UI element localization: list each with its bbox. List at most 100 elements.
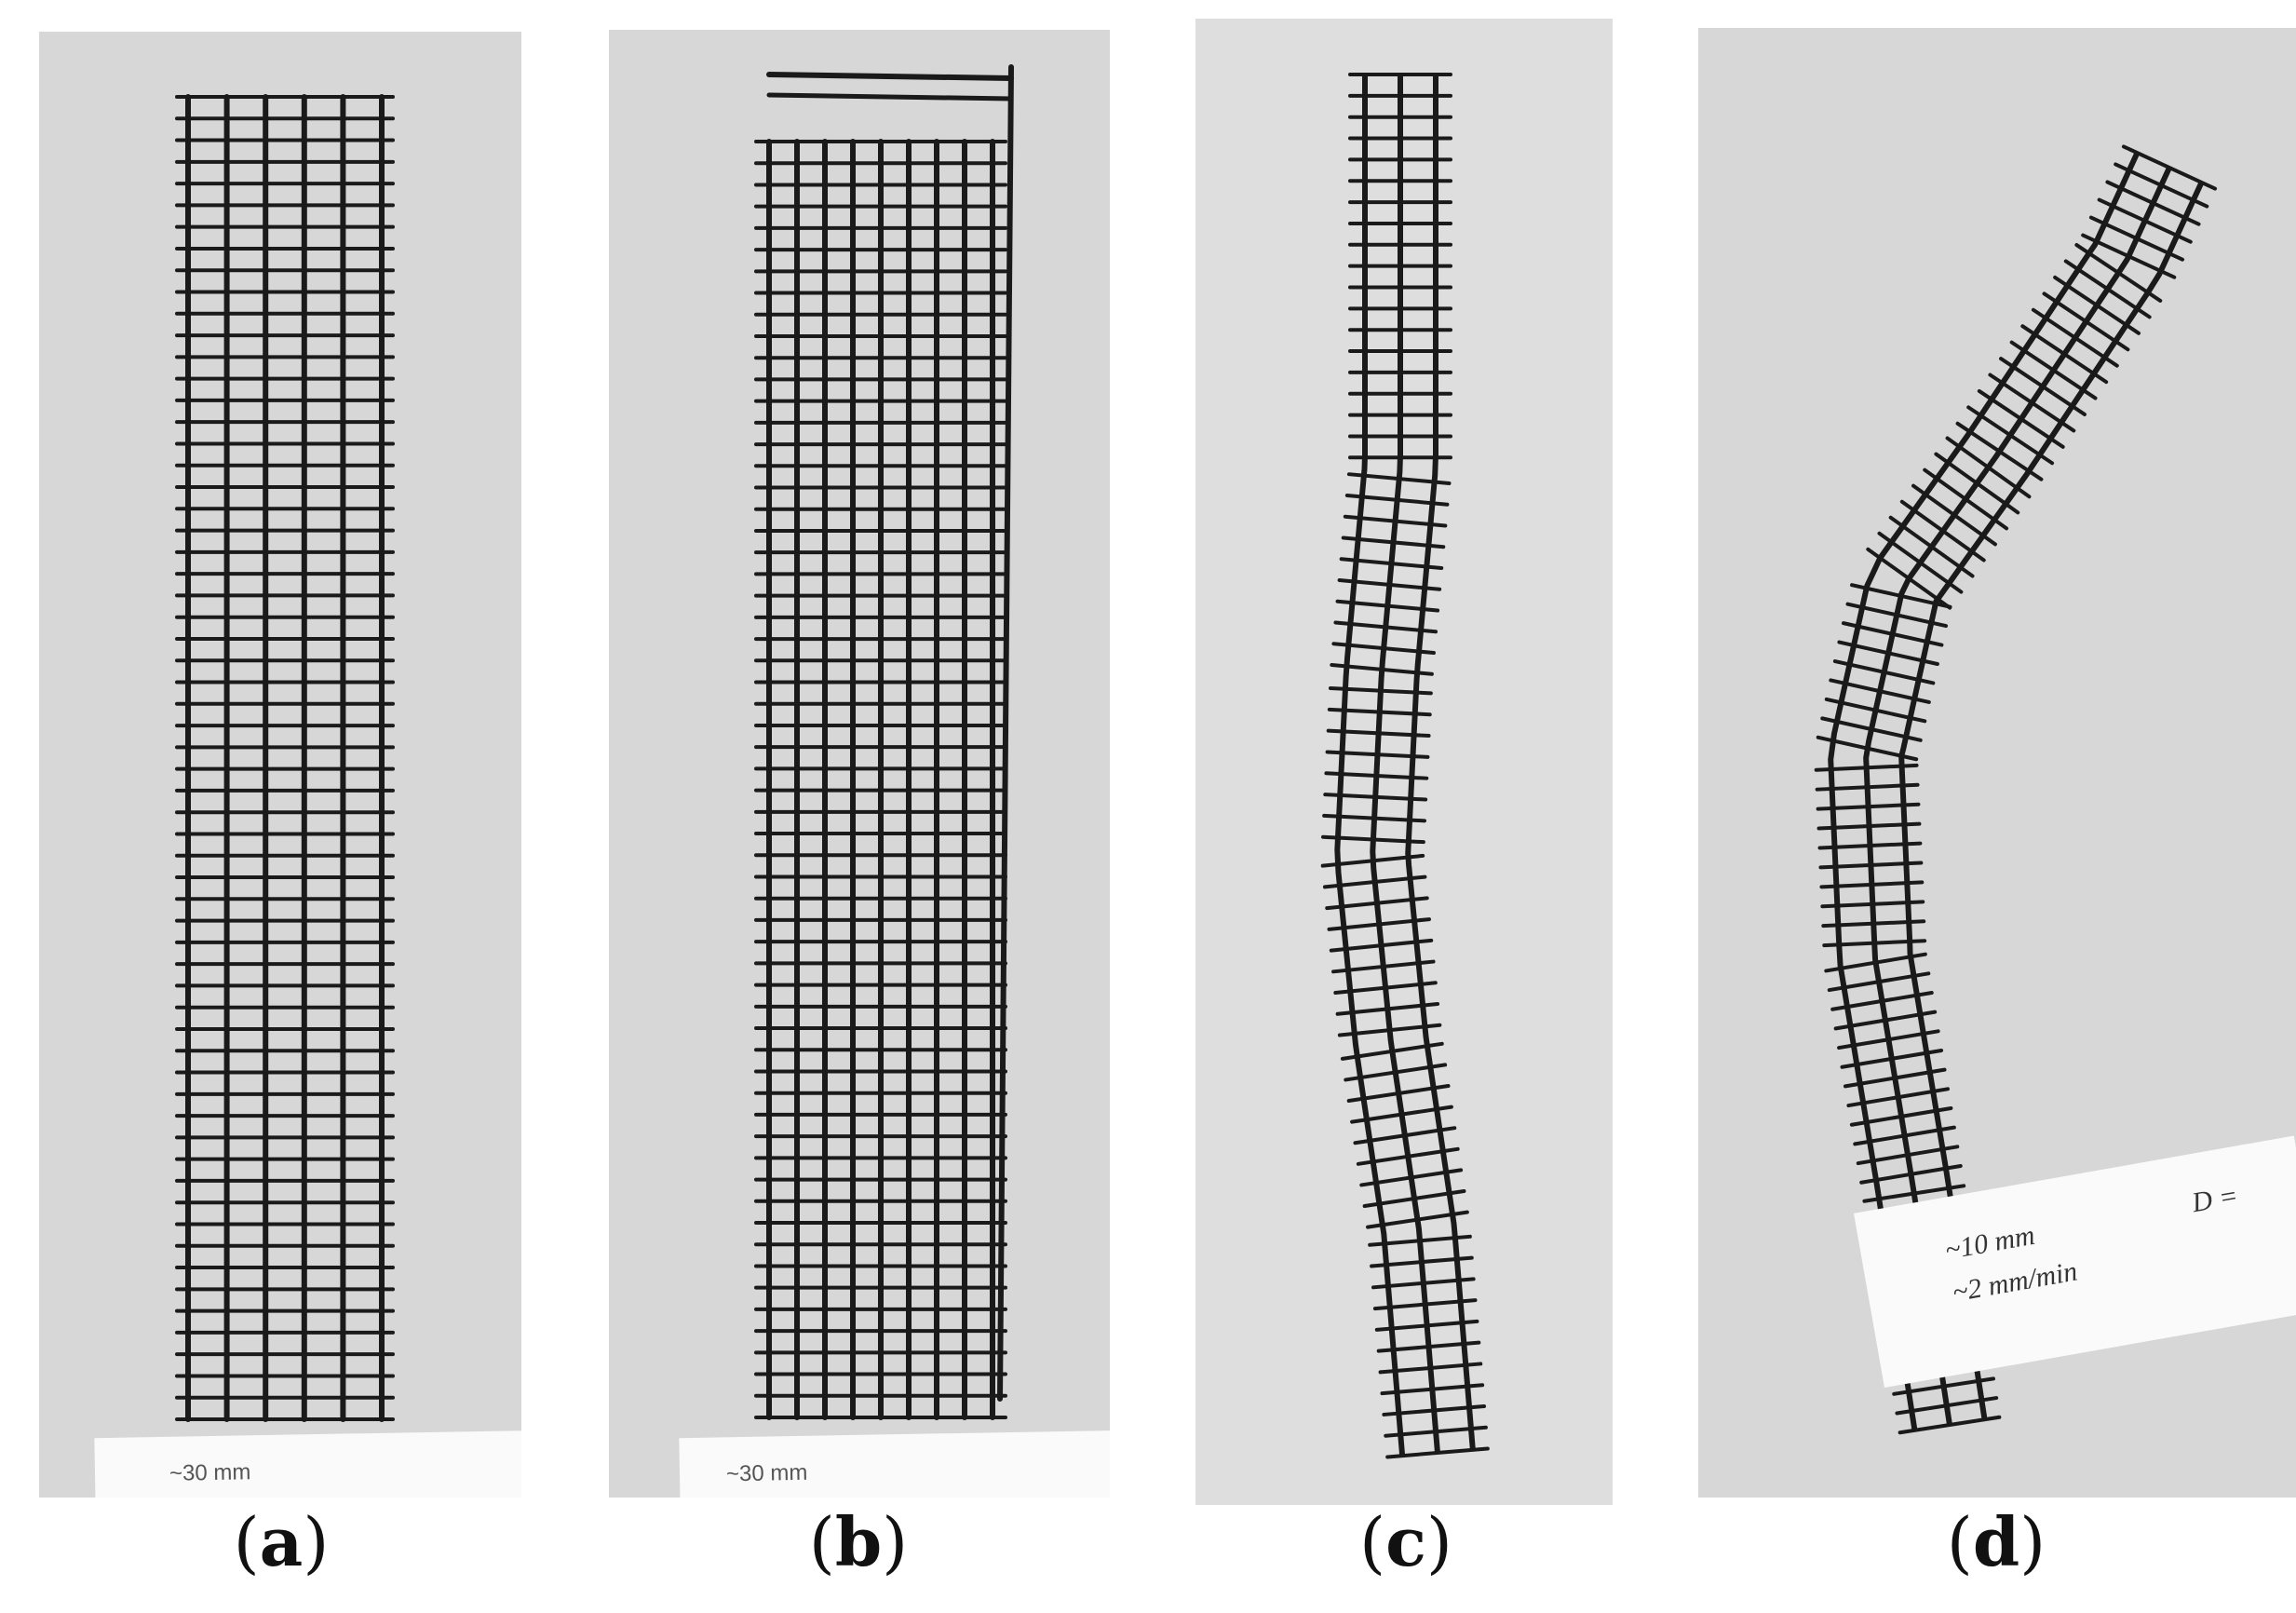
mesh-transverse-strand bbox=[1822, 939, 1927, 948]
mesh-transverse-strand bbox=[2114, 162, 2209, 209]
mesh-transverse-strand bbox=[1850, 583, 1952, 609]
mesh-transverse-strand bbox=[1945, 436, 2032, 499]
mesh-transverse-strand bbox=[1324, 771, 1429, 780]
mesh-transverse-strand bbox=[1341, 535, 1446, 549]
mesh-transverse-strand bbox=[1898, 1415, 2002, 1435]
mesh-transverse-strand bbox=[2020, 324, 2109, 385]
mesh-transverse-strand bbox=[2042, 291, 2130, 352]
mesh-strip-c bbox=[1320, 73, 1490, 1459]
label-card-d-line1: ~10 mm bbox=[1942, 1219, 2037, 1267]
mesh-transverse-strand bbox=[1346, 472, 1452, 485]
mesh-transverse-strand bbox=[1814, 763, 1919, 772]
mesh-transverse-strand bbox=[1335, 1002, 1440, 1016]
mesh-transverse-strand bbox=[1329, 938, 1434, 953]
mesh-transverse-strand bbox=[2105, 180, 2201, 226]
caption-c: (c) bbox=[1358, 1502, 1453, 1581]
mesh-transverse-strand bbox=[1382, 1403, 1487, 1416]
mesh-transverse-strand bbox=[1955, 421, 2044, 481]
mesh-transverse-strand bbox=[1821, 919, 1926, 928]
mesh-transverse-strand bbox=[1323, 793, 1428, 802]
mesh-longitudinal-strand bbox=[1334, 75, 1406, 1457]
mesh-strip-d bbox=[1814, 144, 2218, 1435]
mesh-transverse-strand bbox=[2074, 243, 2163, 303]
label-card-a-text: ~30 mm bbox=[169, 1459, 251, 1486]
caption-b: (b) bbox=[808, 1502, 909, 1581]
mesh-transverse-strand bbox=[1820, 716, 1923, 742]
mesh-transverse-strand bbox=[1376, 1340, 1481, 1353]
caption-d: (d) bbox=[1946, 1502, 2046, 1581]
mesh-transverse-strand bbox=[1326, 728, 1431, 739]
mesh-transverse-strand bbox=[1817, 821, 1922, 831]
label-card-a: ~30 mm bbox=[94, 1430, 521, 1498]
mesh-transverse-strand bbox=[1378, 1362, 1483, 1375]
mesh-transverse-strand bbox=[1325, 896, 1429, 911]
mesh-transverse-strand bbox=[1819, 880, 1925, 889]
photo-panel-c bbox=[1195, 19, 1613, 1505]
mesh-transverse-strand bbox=[1320, 853, 1425, 868]
caption-b-letter: b bbox=[834, 1502, 883, 1581]
mesh-transverse-strand bbox=[1859, 1163, 1963, 1185]
mesh-transverse-strand bbox=[2081, 233, 2177, 279]
label-card-b-text: ~30 mm bbox=[725, 1459, 808, 1487]
mesh-transverse-strand bbox=[1362, 1188, 1466, 1209]
mesh-transverse-strand bbox=[1370, 1255, 1474, 1268]
mesh-transverse-strand bbox=[1846, 1087, 1950, 1108]
mesh-transverse-strand bbox=[1892, 1376, 1996, 1396]
label-card-d-corner: D = bbox=[2189, 1180, 2241, 1219]
mesh-transverse-strand bbox=[1371, 1277, 1476, 1290]
mesh-transverse-strand bbox=[1335, 599, 1440, 613]
mesh-transverse-strand bbox=[1320, 834, 1425, 845]
mesh-transverse-strand bbox=[1327, 707, 1432, 717]
mesh-transverse-strand bbox=[1374, 1319, 1479, 1332]
mesh-transverse-strand bbox=[1333, 620, 1438, 634]
mesh-transverse-strand bbox=[1380, 1383, 1485, 1396]
mesh-strip-b bbox=[754, 64, 1014, 1420]
mesh-transverse-strand bbox=[1833, 1010, 1938, 1031]
mesh-longitudinal-strand bbox=[1370, 75, 1440, 1454]
mesh-transverse-strand bbox=[1866, 547, 1952, 610]
mesh-transverse-strand bbox=[1856, 1145, 1960, 1166]
caption-c-letter: c bbox=[1385, 1502, 1426, 1581]
mesh-transverse-strand bbox=[1829, 678, 1931, 704]
mesh-transverse-strand bbox=[1356, 1146, 1460, 1166]
mesh-transverse-strand bbox=[1322, 874, 1427, 889]
mesh-transverse-strand bbox=[1350, 1105, 1453, 1124]
mesh-transverse-strand bbox=[1330, 662, 1434, 676]
mesh-transverse-strand bbox=[1344, 493, 1450, 507]
mesh-transverse-strand bbox=[1359, 1168, 1464, 1187]
mesh-top-strand bbox=[766, 92, 1014, 102]
mesh-longitudinal-strand bbox=[1405, 75, 1476, 1451]
mesh-transverse-strand bbox=[1832, 659, 1936, 685]
mesh-transverse-strand bbox=[1327, 917, 1431, 931]
caption-d-letter: d bbox=[1972, 1502, 2020, 1581]
mesh-edge-strand bbox=[997, 64, 1014, 1402]
mesh-transverse-strand bbox=[1840, 1048, 1944, 1069]
mesh-transverse-strand bbox=[1340, 1041, 1444, 1061]
mesh-transverse-strand bbox=[1830, 990, 1934, 1011]
mesh-transverse-strand bbox=[1827, 971, 1931, 993]
mesh-transverse-strand bbox=[1331, 959, 1436, 974]
label-card-b: ~30 mm bbox=[679, 1430, 1110, 1498]
mesh-top-strand bbox=[766, 72, 1014, 81]
mesh-transverse-strand bbox=[1820, 900, 1925, 909]
mesh-transverse-strand bbox=[1862, 1184, 1966, 1203]
mesh-transverse-strand bbox=[1372, 1298, 1478, 1311]
mesh-transverse-strand bbox=[1877, 531, 1964, 594]
mesh-transverse-strand bbox=[1333, 981, 1438, 996]
mesh-transverse-strand bbox=[1343, 514, 1448, 528]
caption-a-letter: a bbox=[259, 1502, 304, 1581]
mesh-transverse-strand bbox=[1344, 1063, 1448, 1082]
mesh-transverse-strand bbox=[1816, 802, 1921, 811]
mesh-transverse-strand bbox=[1337, 577, 1442, 591]
mesh-transverse-strand bbox=[1325, 750, 1430, 759]
mesh-transverse-strand bbox=[2063, 259, 2152, 319]
mesh-transverse-strand bbox=[1818, 861, 1924, 870]
mesh-transverse-strand bbox=[1322, 813, 1427, 823]
mesh-transverse-strand bbox=[1366, 1210, 1469, 1229]
mesh-transverse-strand bbox=[1328, 686, 1433, 696]
photo-panel-d: ~10 mm ~2 mm/min D = bbox=[1698, 28, 2296, 1498]
mesh-transverse-strand bbox=[2121, 144, 2218, 191]
mesh-transverse-strand bbox=[1988, 373, 2076, 433]
mesh-transverse-strand bbox=[1977, 388, 2065, 449]
